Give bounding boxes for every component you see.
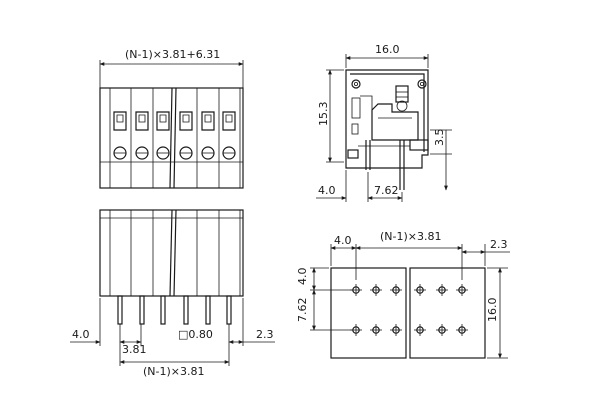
side-width-label: 16.0: [375, 43, 400, 56]
rear-end-label: 2.3: [256, 328, 274, 341]
pcb-height-label: 16.0: [486, 298, 499, 323]
side-view: [345, 69, 429, 190]
pcb-top-dimensions: 4.0 (N-1)×3.81 2.3: [330, 230, 510, 280]
rear-pin-label: □0.80: [178, 328, 213, 341]
rear-offset-label: 4.0: [72, 328, 90, 341]
pcb-row-gap-label: 4.0: [296, 268, 309, 286]
pcb-pin: [139, 295, 145, 325]
pcb-offset-label: 4.0: [334, 234, 352, 247]
rear-view: [99, 209, 244, 325]
push-button: [135, 111, 149, 131]
push-button: [156, 111, 170, 131]
button-slot: [225, 114, 233, 123]
pcb-pitch-total-label: (N-1)×3.81: [380, 230, 442, 243]
front-width-label: (N-1)×3.81+6.31: [125, 48, 220, 61]
button-slot: [159, 114, 167, 123]
pcb-pin: [226, 295, 232, 325]
side-offset-label: 4.0: [318, 184, 336, 197]
pcb-pin: [117, 295, 123, 325]
push-button: [222, 111, 236, 131]
push-button: [113, 111, 127, 131]
pcb-pin: [205, 295, 211, 325]
pcb-pin: [160, 295, 166, 325]
button-slot: [204, 114, 212, 123]
side-width-dimension: 16.0: [345, 43, 429, 68]
pcb-end-label: 2.3: [490, 238, 508, 251]
rear-pitch-label: 3.81: [122, 343, 147, 356]
pcb-side-dimensions: 4.0 7.62 16.0: [296, 268, 508, 359]
rear-dimensions: 4.0 3.81 □0.80 2.3 (N-1)×3.81: [70, 298, 275, 378]
side-pin-label: 3.5: [433, 129, 446, 147]
side-pitch-label: 7.62: [374, 184, 399, 197]
front-view: [99, 87, 244, 189]
front-width-dimension: (N-1)×3.81+6.31: [99, 48, 244, 88]
button-slot: [116, 114, 124, 123]
push-button: [201, 111, 215, 131]
side-offset-dimension: 4.0 7.62: [316, 170, 403, 202]
pcb-layout: [330, 267, 486, 359]
side-height-dimension: 15.3: [317, 69, 344, 163]
side-height-label: 15.3: [317, 102, 330, 127]
button-slot: [182, 114, 190, 123]
rear-total-label: (N-1)×3.81: [143, 365, 205, 378]
side-pin-dimension: 3.5: [430, 129, 452, 191]
pcb-pin: [183, 295, 189, 325]
push-button: [179, 111, 193, 131]
pcb-row-pitch-label: 7.62: [296, 298, 309, 323]
button-slot: [138, 114, 146, 123]
